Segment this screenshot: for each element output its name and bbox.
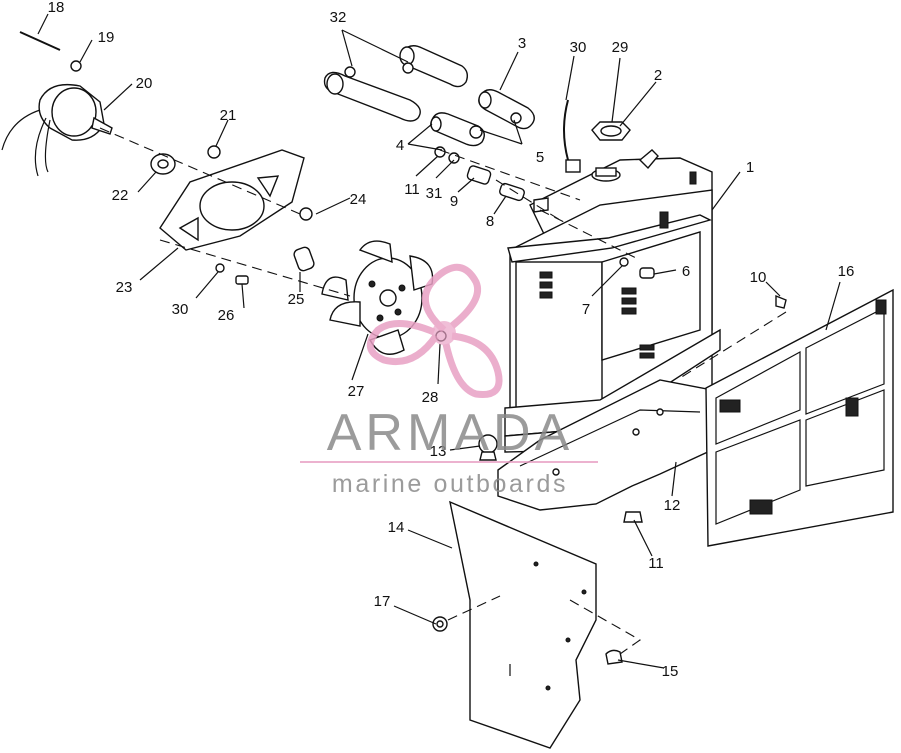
radiator-cap bbox=[591, 121, 631, 141]
fan-motor bbox=[1, 83, 176, 177]
callout-22: 22 bbox=[112, 187, 129, 204]
callout-24: 24 bbox=[350, 191, 367, 208]
callout-1: 1 bbox=[746, 159, 754, 176]
watermark: ARMADA marine outboards bbox=[300, 263, 598, 498]
callout-8: 8 bbox=[486, 213, 494, 230]
leader-lines bbox=[37, 13, 841, 669]
callout-9: 9 bbox=[450, 193, 458, 210]
hardware bbox=[19, 31, 787, 665]
callout-2: 2 bbox=[654, 67, 662, 84]
propeller-logo-icon bbox=[366, 263, 503, 399]
callout-20: 20 bbox=[136, 75, 153, 92]
callout-3: 3 bbox=[518, 35, 526, 52]
callout-13: 13 bbox=[430, 443, 447, 460]
callout-17: 17 bbox=[374, 593, 391, 610]
radiator-assembly bbox=[504, 149, 721, 453]
callout-19: 19 bbox=[98, 29, 115, 46]
assembly-lines bbox=[99, 127, 787, 655]
watermark-tagline: marine outboards bbox=[332, 470, 568, 498]
callout-31: 31 bbox=[426, 185, 443, 202]
callout-21: 21 bbox=[220, 107, 237, 124]
callout-10: 10 bbox=[750, 269, 767, 286]
side-panel bbox=[449, 500, 597, 749]
callout-23: 23 bbox=[116, 279, 133, 296]
callout-16: 16 bbox=[838, 263, 855, 280]
callout-4: 4 bbox=[396, 137, 404, 154]
callout-11-bottom: 11 bbox=[648, 555, 664, 572]
callout-30-top: 30 bbox=[570, 39, 587, 56]
callout-27: 27 bbox=[348, 383, 365, 400]
callout-7: 7 bbox=[582, 301, 590, 318]
callout-15: 15 bbox=[662, 663, 679, 680]
callout-29: 29 bbox=[612, 39, 629, 56]
callout-labels: 18 19 20 21 22 23 30 26 25 24 27 28 32 3… bbox=[48, 0, 855, 680]
hoses bbox=[323, 45, 535, 147]
callout-32: 32 bbox=[330, 9, 347, 26]
callout-11-top: 11 bbox=[404, 181, 420, 198]
callout-14: 14 bbox=[388, 519, 405, 536]
callout-12: 12 bbox=[664, 497, 681, 514]
callout-18: 18 bbox=[48, 0, 65, 16]
screen-panel bbox=[705, 288, 894, 547]
callout-6: 6 bbox=[682, 263, 690, 280]
callout-5: 5 bbox=[536, 149, 544, 166]
callout-25: 25 bbox=[288, 291, 305, 308]
callout-28: 28 bbox=[422, 389, 439, 406]
watermark-brand: ARMADA bbox=[327, 404, 573, 462]
fan-blade bbox=[321, 240, 447, 355]
fan-shroud bbox=[159, 149, 305, 251]
callout-30-left: 30 bbox=[172, 301, 189, 318]
base-plate bbox=[497, 379, 713, 511]
callout-26: 26 bbox=[218, 307, 235, 324]
